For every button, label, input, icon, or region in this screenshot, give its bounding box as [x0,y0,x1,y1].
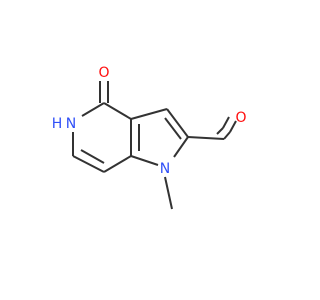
bond-n5-c4 [81,102,105,117]
bond-c7-c6-double [80,149,105,164]
bond-c4-c3a [103,102,132,120]
bond-c3a-c3 [130,108,168,120]
nh-nitrogen-label: N [66,116,76,132]
bond-cho-o-double [216,127,224,135]
bond-n1-methyl [164,176,173,210]
bond-c2-cho [187,136,225,140]
bond-c7-c6 [72,155,105,173]
oxygen-aldehyde-label: O [235,110,246,126]
bond-cho-o-connector-double [222,116,230,129]
nitrogen-methyl-label: N [160,161,170,177]
bond-c3-c2-double [164,117,182,140]
bond-n1-c7a [130,155,159,166]
bond-c7a-c7 [103,155,132,173]
bond-cho-o-connector [229,120,237,133]
oxygen-ketone-label: O [98,65,109,81]
molecule-diagram: O H N O N [52,65,247,210]
nh-hydrogen-label: H [52,116,63,132]
structure-canvas: O H N O N [52,65,247,210]
bond-c2-n1 [173,136,189,158]
bond-c3-c2 [166,108,189,138]
bond-cho-o [223,131,231,140]
